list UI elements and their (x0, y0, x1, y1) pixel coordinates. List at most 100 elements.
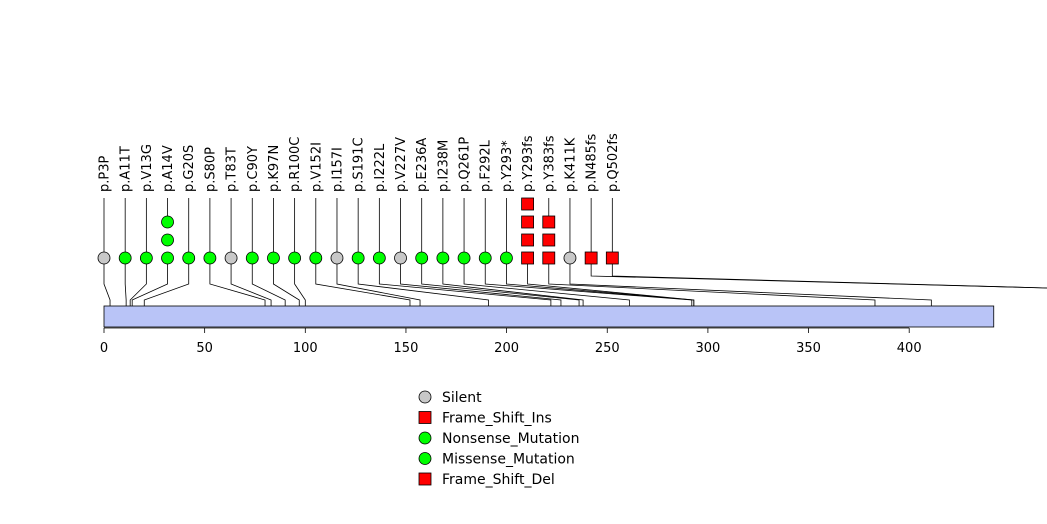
position-connector (527, 258, 695, 306)
mutation-label: p.I157I (330, 147, 345, 192)
mutation-label: p.Y293* (500, 140, 515, 192)
x-tick-label: 0 (100, 341, 108, 356)
x-tick-label: 300 (695, 341, 720, 356)
x-tick-label: 400 (897, 341, 922, 356)
position-connector (273, 258, 300, 306)
position-connector (294, 258, 306, 306)
mutation-label: p.E236A (415, 138, 430, 192)
position-connector (251, 258, 286, 306)
mutation-marker-circle (161, 251, 174, 265)
position-connector (315, 258, 411, 306)
mutation-label: p.T83T (225, 147, 240, 192)
mutation-label: p.K97N (267, 145, 282, 192)
x-tick-label: 250 (595, 341, 620, 356)
position-connector (463, 258, 630, 306)
legend-label: Nonsense_Mutation (442, 431, 579, 447)
mutation-marker-circle (563, 251, 577, 265)
position-connector (209, 258, 266, 306)
position-connector (400, 258, 562, 306)
position-connector (378, 258, 552, 306)
x-tick-label: 200 (494, 341, 519, 356)
mutation-label: p.A14V (161, 145, 176, 192)
legend-swatch-square (418, 472, 432, 486)
mutation-marker-circle (224, 251, 238, 265)
legend-swatch-circle (418, 390, 432, 404)
mutation-label: p.I222L (373, 143, 388, 192)
mutation-marker-circle (478, 251, 492, 265)
position-connector (421, 258, 580, 306)
position-connector (124, 258, 127, 306)
mutation-marker-circle (372, 251, 386, 265)
mutation-marker-circle (203, 251, 217, 265)
mutation-marker-square (521, 251, 534, 265)
mutation-marker-circle (245, 251, 259, 265)
x-tick-label: 150 (394, 341, 419, 356)
mutation-label: p.R100C (288, 137, 303, 192)
position-connector (590, 258, 1047, 289)
mutation-labels: p.P3P p.A11T p.V13G p.A14V p.G20S p.S80P p.T83… (98, 133, 621, 192)
mutation-label: p.V152I (309, 142, 324, 192)
position-connector (442, 258, 584, 306)
mutation-marker-square (542, 215, 556, 229)
mutation-label: p.Y383fs (542, 135, 557, 192)
mutation-label: p.Q502fs (606, 133, 621, 192)
x-tick-label: 50 (196, 341, 213, 356)
mutation-marker-square (542, 251, 556, 265)
position-connector (103, 258, 111, 306)
mutation-marker-square (521, 215, 534, 229)
position-connector (611, 258, 1047, 289)
mutation-marker-circle (139, 251, 153, 265)
mutation-label: p.C90Y (246, 146, 261, 192)
legend-label: Missense_Mutation (442, 452, 575, 468)
mutation-marker-circle (161, 233, 174, 247)
mutation-marker-circle (118, 251, 132, 265)
position-connector (129, 258, 147, 306)
mutation-marker-circle (267, 251, 280, 265)
mutation-label: p.A11T (119, 146, 134, 192)
legend-label: Frame_Shift_Ins (442, 411, 552, 427)
mutation-label: p.N485fs (585, 134, 600, 192)
legend-swatch-square (418, 411, 432, 424)
mutation-label: p.P3P (98, 156, 113, 192)
mutation-marker-circle (330, 251, 344, 265)
mutation-marker-circle (457, 251, 471, 265)
mutation-marker-circle (288, 251, 302, 265)
mutation-marker-circle (309, 251, 323, 265)
mutation-marker-square (605, 251, 619, 265)
mutation-label: p.I238M (436, 140, 451, 192)
mutation-marker-circle (436, 251, 450, 265)
mutation-marker-square (542, 233, 556, 247)
mutation-label: p.S191C (352, 137, 367, 192)
legend-label: Frame_Shift_Del (442, 472, 555, 488)
mutation-marker-circle (394, 251, 407, 265)
legend-label: Silent (442, 390, 482, 406)
mutation-label: p.V13G (140, 144, 155, 192)
x-tick-label: 100 (293, 341, 318, 356)
mutation-marker-square (521, 233, 534, 247)
position-connector (336, 258, 421, 306)
mutation-markers (97, 197, 619, 265)
mutation-marker-circle (182, 251, 196, 265)
mutation-marker-square (521, 197, 534, 211)
mutation-label: p.Y293fs (521, 135, 536, 192)
mutation-label: p.F292L (479, 139, 494, 192)
mutation-marker-circle (500, 251, 513, 265)
position-connector (143, 258, 190, 306)
mutation-marker-circle (415, 251, 429, 265)
mutation-label: p.G20S (182, 145, 197, 192)
leader-lines (103, 198, 1047, 306)
legend-swatch-circle (418, 452, 432, 465)
legend: SilentFrame_Shift_InsNonsense_MutationMi… (418, 390, 579, 488)
mutation-marker-circle (161, 215, 174, 229)
mutation-label: p.S80P (203, 147, 218, 192)
mutation-label: p.Q261P (458, 137, 473, 192)
legend-swatch-circle (418, 431, 432, 445)
mutation-marker-circle (97, 251, 111, 265)
position-connector (569, 258, 932, 306)
position-connector (548, 258, 876, 306)
mutation-marker-square (584, 251, 598, 265)
position-connector (131, 258, 168, 306)
mutation-marker-circle (351, 251, 365, 265)
